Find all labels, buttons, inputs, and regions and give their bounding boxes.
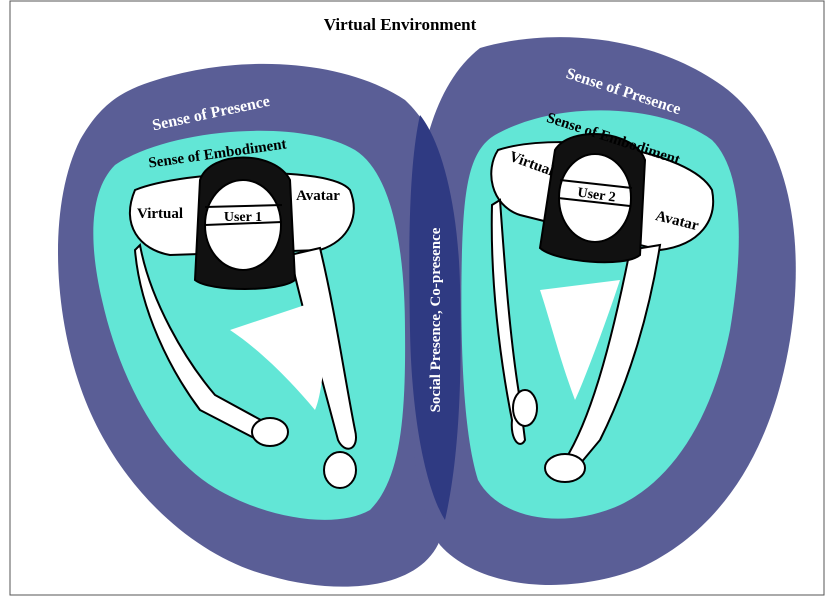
left-virtual-label: Virtual — [137, 206, 183, 222]
left-avatar-label: Avatar — [296, 188, 340, 204]
left-user-label: User 1 — [224, 210, 262, 225]
overlap-label: Social Presence, Co-presence — [428, 227, 444, 412]
diagram-title: Virtual Environment — [324, 15, 477, 34]
